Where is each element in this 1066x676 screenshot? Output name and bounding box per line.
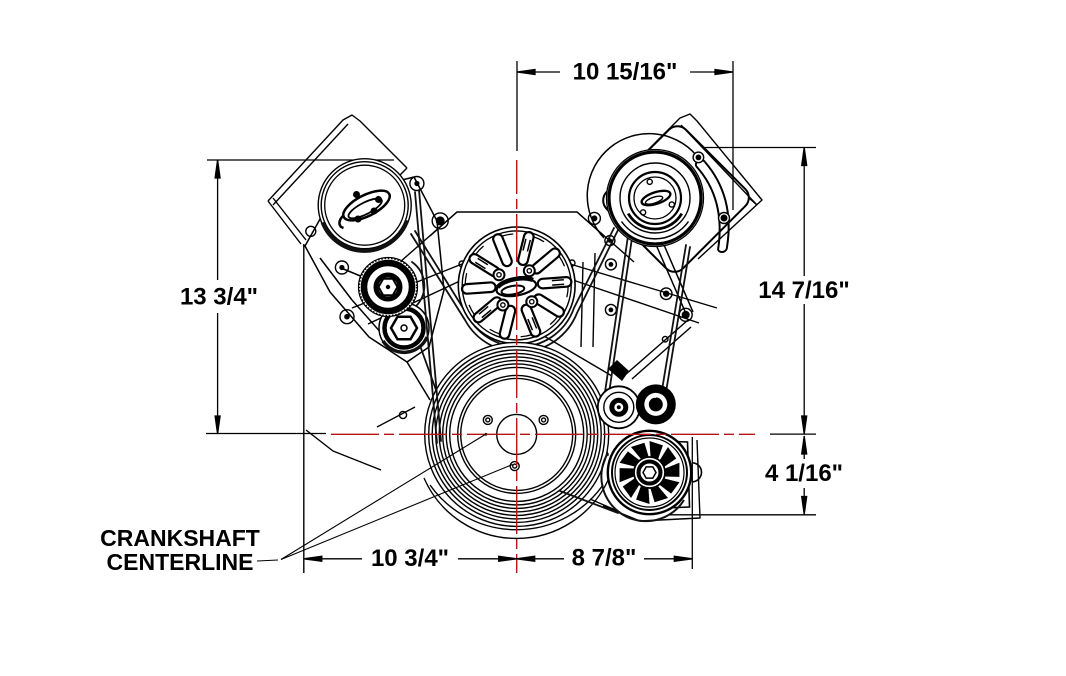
svg-text:10 3/4": 10 3/4" <box>371 545 449 572</box>
svg-text:10 15/16": 10 15/16" <box>573 59 678 86</box>
svg-text:CRANKSHAFT: CRANKSHAFT <box>100 525 260 551</box>
svg-text:4 1/16": 4 1/16" <box>765 460 843 487</box>
svg-text:CENTERLINE: CENTERLINE <box>107 549 254 575</box>
svg-text:14 7/16": 14 7/16" <box>758 277 849 304</box>
svg-text:13 3/4": 13 3/4" <box>180 284 258 311</box>
svg-text:8 7/8": 8 7/8" <box>572 545 637 572</box>
